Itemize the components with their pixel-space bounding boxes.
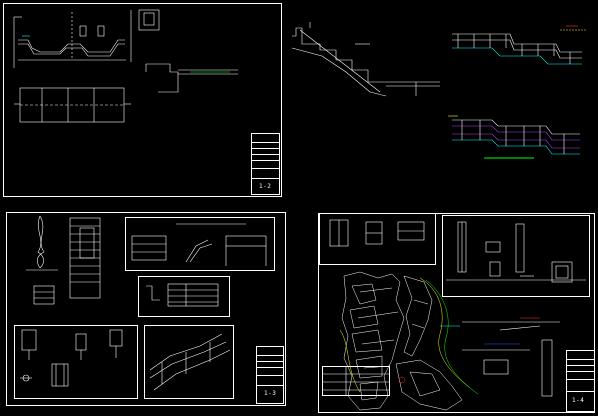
sheet-bottom-left[interactable] xyxy=(6,212,286,406)
planting-list xyxy=(69,217,101,299)
detail-frame-sections xyxy=(442,215,590,297)
title-block-top-left: 1-2 xyxy=(251,133,280,195)
detail-frame-stair xyxy=(125,217,275,271)
legend-table xyxy=(322,366,390,396)
site-plan xyxy=(341,271,463,411)
footing-details xyxy=(329,219,425,247)
small-table xyxy=(146,283,219,307)
title-block-bottom-right: 1-4 xyxy=(566,350,595,412)
column-sections xyxy=(446,221,586,283)
contour-lines-green xyxy=(425,279,479,395)
sheet-number: 1-3 xyxy=(264,390,277,397)
legend-rows xyxy=(322,366,390,396)
sheet-top-left[interactable] xyxy=(3,3,282,197)
contour-lines xyxy=(339,277,471,393)
red-markers xyxy=(398,317,540,384)
detail-frame-table xyxy=(138,276,230,317)
detail-frame-posts xyxy=(14,325,138,399)
sheet-number: 1-4 xyxy=(572,397,585,404)
tree-planting-detail xyxy=(26,215,58,305)
stair-detail-sheet2 xyxy=(131,223,267,266)
detail-box-small xyxy=(138,9,160,31)
road-cross-section xyxy=(13,10,132,68)
elevation-detail xyxy=(462,321,560,397)
plan-strip xyxy=(14,87,131,123)
title-block-bottom-left: 1-3 xyxy=(256,346,284,404)
curb-detail xyxy=(145,63,238,93)
sheet-bottom-right[interactable] xyxy=(318,213,595,413)
stair-section xyxy=(291,22,440,97)
color-accents xyxy=(22,35,520,345)
railing-elevation-top xyxy=(452,25,586,65)
detail-frame-ramp xyxy=(144,325,234,399)
railing-elevation-bottom xyxy=(448,115,580,159)
post-details xyxy=(20,329,123,387)
detail-frame-footings xyxy=(319,213,436,265)
sheet-number: 1-2 xyxy=(259,183,272,190)
ramp-railing-detail xyxy=(149,333,231,391)
